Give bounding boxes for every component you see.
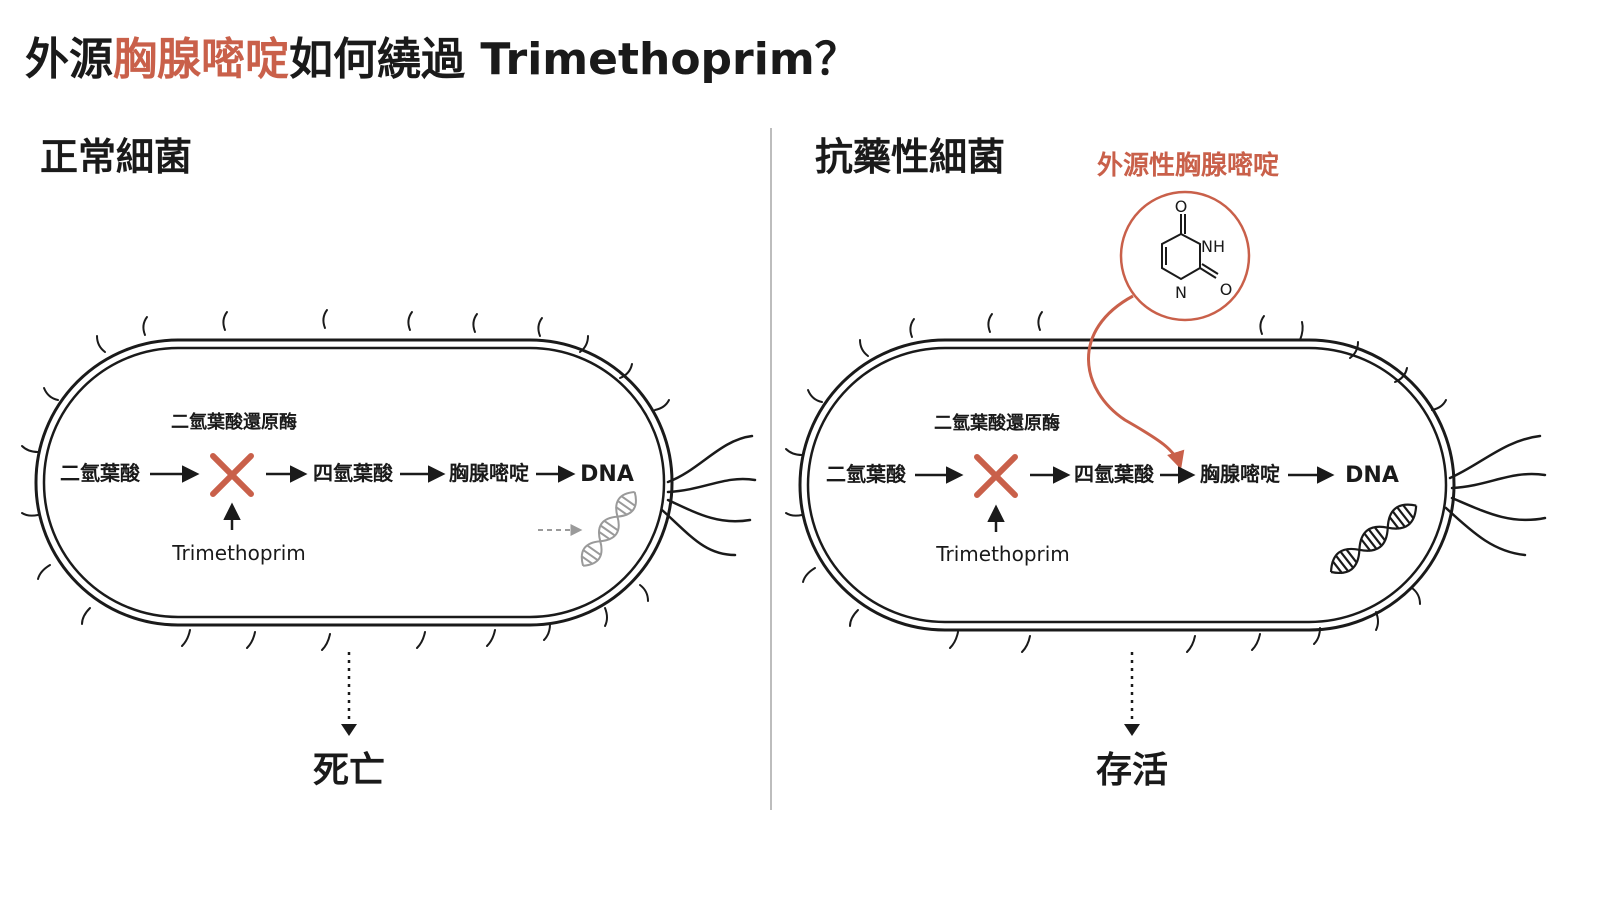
step-dihydrofolate-right: 二氫葉酸 xyxy=(826,462,907,486)
title-part1: 外源 xyxy=(25,34,113,85)
step-thymine-right: 胸腺嘧啶 xyxy=(1200,462,1280,486)
enzyme-label-left: 二氫葉酸還原酶 xyxy=(171,411,297,433)
panel-resistant-bacteria: 抗藥性細菌 外源性胸腺嘧啶 O NH N O xyxy=(785,135,1547,791)
step-dna-right: DNA xyxy=(1345,463,1399,488)
arrowhead-icon xyxy=(341,724,357,736)
panel-heading-resistant: 抗藥性細菌 xyxy=(815,135,1005,179)
inhibitor-label-left: Trimethoprim xyxy=(171,541,306,565)
enzyme-label-right: 二氫葉酸還原酶 xyxy=(934,412,1060,434)
dna-helix-icon xyxy=(580,491,637,567)
atom-n: N xyxy=(1175,283,1187,302)
panel-heading-normal: 正常細菌 xyxy=(40,135,192,179)
outcome-death: 死亡 xyxy=(313,750,385,791)
atom-nh: NH xyxy=(1201,237,1225,256)
arrowhead-icon xyxy=(1124,724,1140,736)
inhibitor-label-right: Trimethoprim xyxy=(935,542,1070,566)
title-highlight: 胸腺嘧啶 xyxy=(113,34,289,85)
external-thymine-label: 外源性胸腺嘧啶 xyxy=(1097,150,1279,181)
dna-helix-icon xyxy=(1329,503,1418,575)
atom-o-right: O xyxy=(1220,280,1233,299)
red-x-icon xyxy=(974,454,1018,498)
step-tetrahydrofolate-left: 四氫葉酸 xyxy=(313,461,394,485)
panel-normal-bacteria: 正常細菌 xyxy=(21,135,757,791)
title-part2: 如何繞過 Trimethoprim？ xyxy=(289,34,859,85)
step-tetrahydrofolate-right: 四氫葉酸 xyxy=(1074,462,1155,486)
bacterium-cell-right xyxy=(798,338,1456,632)
pili-left xyxy=(21,309,670,651)
flagella-left xyxy=(660,434,757,557)
bacterium-cell-left xyxy=(34,338,674,627)
outcome-survive: 存活 xyxy=(1096,750,1168,791)
flagella-right xyxy=(1444,434,1547,557)
thymine-molecule: O NH N O xyxy=(1119,190,1251,322)
step-dihydrofolate-left: 二氫葉酸 xyxy=(60,461,141,485)
atom-o-top: O xyxy=(1175,197,1188,216)
page-title: 外源胸腺嘧啶如何繞過 Trimethoprim？ xyxy=(25,34,859,85)
step-dna-left: DNA xyxy=(580,462,634,487)
pili-right xyxy=(785,311,1447,653)
step-thymine-left: 胸腺嘧啶 xyxy=(449,461,529,485)
red-x-icon xyxy=(210,453,254,497)
external-thymine-arrow xyxy=(1087,294,1185,470)
